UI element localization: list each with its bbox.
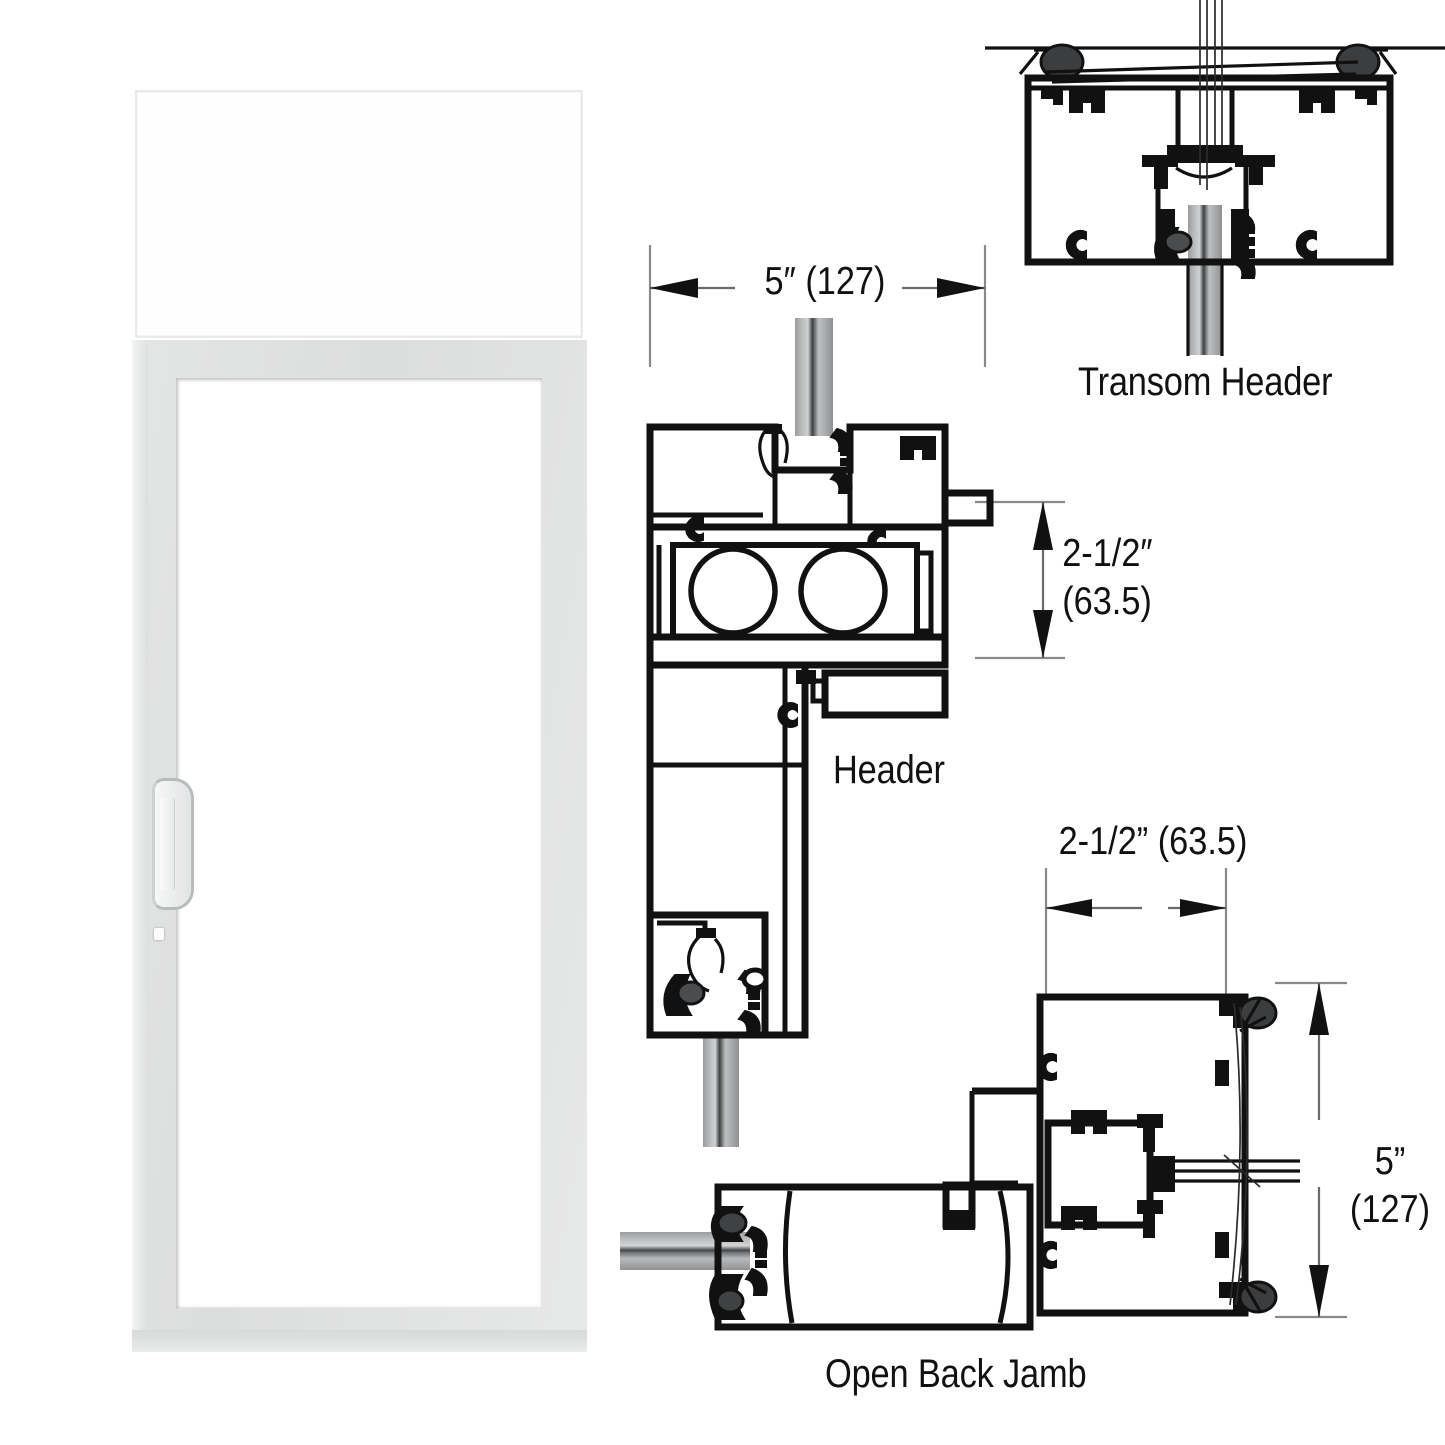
- header-width-dimension-text: 5″ (127): [764, 260, 886, 303]
- transom-header-section: [985, 0, 1445, 356]
- transom-header-glass-vertical: [1188, 205, 1222, 355]
- jamb-height-line2: (127): [1349, 1188, 1431, 1231]
- door-glass-lite: [170, 372, 548, 1314]
- jamb-height-line1: 5”: [1374, 1140, 1406, 1183]
- door-lock-cylinder[interactable]: [154, 928, 164, 940]
- header-width-dimension: [648, 245, 987, 367]
- header-glass-lower: [703, 1035, 739, 1147]
- header-bore-left: [688, 546, 778, 636]
- header-bore-right: [798, 546, 888, 636]
- jamb-height-dimension-text: 5” (127): [1337, 1138, 1443, 1234]
- open-back-jamb-section: [709, 993, 1300, 1331]
- header-height-line2: (63.5): [1062, 580, 1152, 623]
- transom-header-anchor-left: [1018, 43, 1085, 81]
- open-back-jamb-caption: Open Back Jamb: [825, 1352, 1087, 1396]
- header-height-dimension-text: 2-1/2″ (63.5): [1062, 530, 1212, 626]
- header-section: [646, 423, 994, 1039]
- header-glass-upper: [795, 318, 833, 436]
- door-glass-bevel: [170, 372, 548, 1314]
- header-caption: Header: [833, 748, 945, 792]
- jamb-width-dimension: [1044, 868, 1228, 998]
- door-handle-grip[interactable]: [160, 798, 175, 890]
- header-height-line1: 2-1/2″: [1062, 532, 1153, 575]
- transom-panel: [135, 90, 583, 338]
- transom-glass: [140, 95, 578, 333]
- jamb-width-dimension-text: 2-1/2” (63.5): [1058, 820, 1248, 863]
- transom-header-caption: Transom Header: [1078, 360, 1333, 404]
- jamb-height-dimension: [1275, 981, 1347, 1319]
- door-bottom-rail: [132, 1330, 587, 1352]
- door-left-stile: [132, 340, 148, 1350]
